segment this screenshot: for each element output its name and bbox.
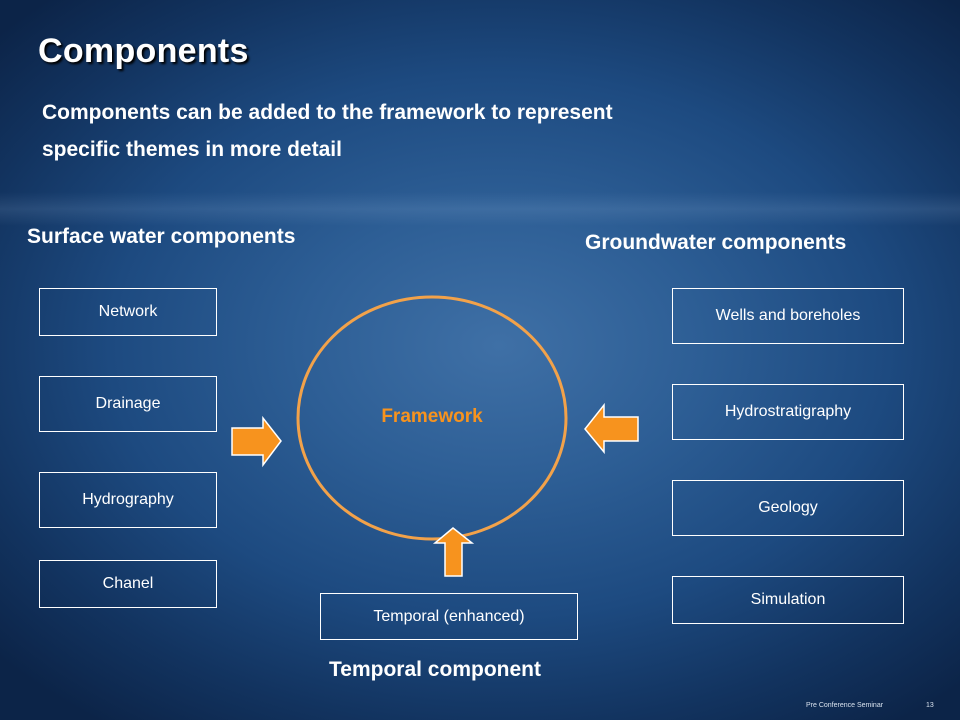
groundwater-heading: Groundwater components <box>585 231 847 254</box>
left-arrow-groundwater-to-framework <box>584 402 639 455</box>
groundwater-component-hydrostratigraphy: Hydrostratigraphy <box>672 384 904 440</box>
groundwater-component-wells: Wells and boreholes <box>672 288 904 344</box>
groundwater-component-simulation: Simulation <box>672 576 904 624</box>
up-arrow-temporal-to-framework <box>432 527 475 577</box>
slide-title: Components <box>38 32 249 70</box>
subtitle-line-2: specific themes in more detail <box>42 138 342 161</box>
background-light-streak <box>0 192 960 226</box>
page-number: 13 <box>926 702 934 709</box>
temporal-component-box: Temporal (enhanced) <box>320 593 578 640</box>
footer-text: Pre Conference Seminar <box>806 702 884 709</box>
surface-component-drainage: Drainage <box>39 376 217 432</box>
subtitle-line-1: Components can be added to the framework… <box>42 101 613 124</box>
framework-ellipse <box>296 295 568 541</box>
groundwater-component-geology: Geology <box>672 480 904 536</box>
framework-label: Framework <box>381 406 483 427</box>
surface-component-chanel: Chanel <box>39 560 217 608</box>
surface-component-network: Network <box>39 288 217 336</box>
surface-water-heading: Surface water components <box>27 225 296 248</box>
surface-component-hydrography: Hydrography <box>39 472 217 528</box>
temporal-heading: Temporal component <box>329 658 541 681</box>
right-arrow-surface-to-framework <box>231 415 282 468</box>
